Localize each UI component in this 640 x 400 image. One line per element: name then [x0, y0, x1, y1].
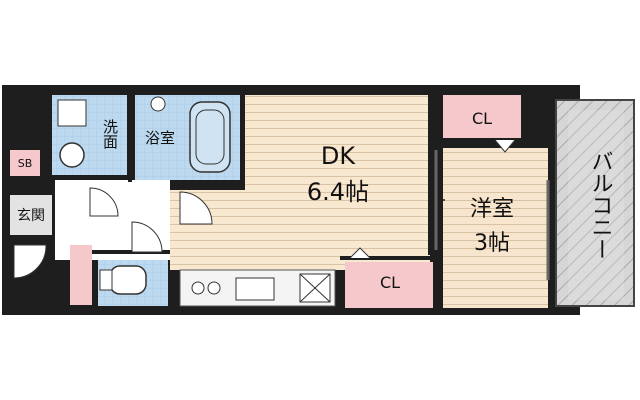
dk-size: 6.4帖	[307, 178, 369, 206]
kitchen-sink-icon	[235, 277, 275, 301]
cl-bottom-label: CL	[380, 273, 400, 292]
cl-top-label: CL	[472, 109, 492, 128]
balcony	[555, 99, 635, 307]
entrance-floor	[10, 195, 52, 235]
storage-strip	[70, 245, 92, 305]
stove-icon	[191, 281, 205, 295]
sink-icon	[59, 142, 85, 168]
entrance-label: 玄関	[17, 207, 45, 224]
bathtub-icon	[189, 101, 231, 173]
balcony-inner	[568, 110, 624, 300]
dk-name: DK	[321, 142, 356, 170]
closet-bottom	[345, 262, 433, 308]
sb-closet	[10, 150, 40, 176]
western-size: 3帖	[474, 231, 510, 256]
western-name: 洋室	[470, 197, 514, 222]
balcony-label: バルコニー	[588, 150, 613, 260]
bath-label: 浴室	[145, 129, 175, 147]
toilet-icon	[109, 265, 147, 295]
closet-top	[443, 95, 521, 140]
washroom-label: 洗面	[101, 119, 119, 149]
western-room-floor	[443, 148, 548, 308]
sb-label: SB	[18, 157, 33, 170]
